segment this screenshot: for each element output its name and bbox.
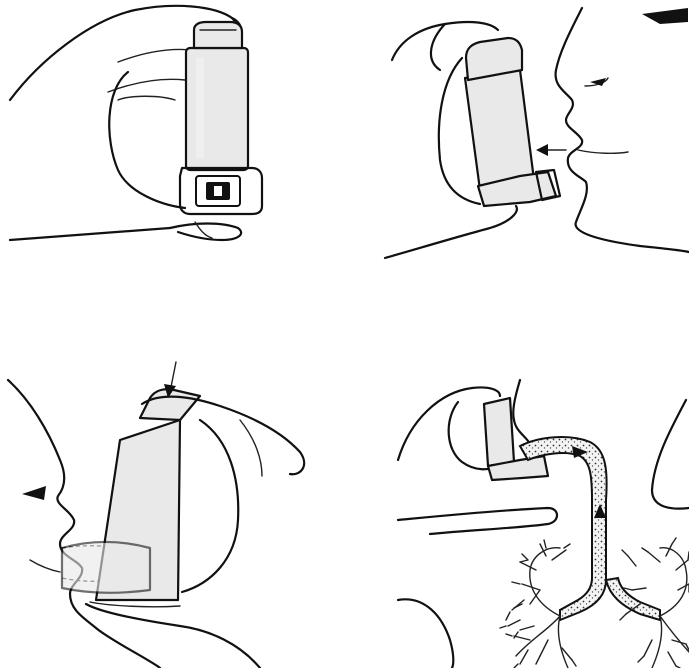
inhaler-icon xyxy=(186,22,248,170)
panel-1-shake-inhaler xyxy=(10,6,262,240)
face-icon xyxy=(556,8,689,252)
inhaler-icon xyxy=(465,38,560,206)
panel-3-press-canister xyxy=(8,362,304,668)
panel-4-medication-reaches-lungs xyxy=(398,380,689,668)
arrow-icon xyxy=(536,144,566,156)
panel-2-prepare-inhale xyxy=(385,8,689,258)
inhaler-icon xyxy=(62,389,200,600)
cap-icon xyxy=(180,168,262,214)
